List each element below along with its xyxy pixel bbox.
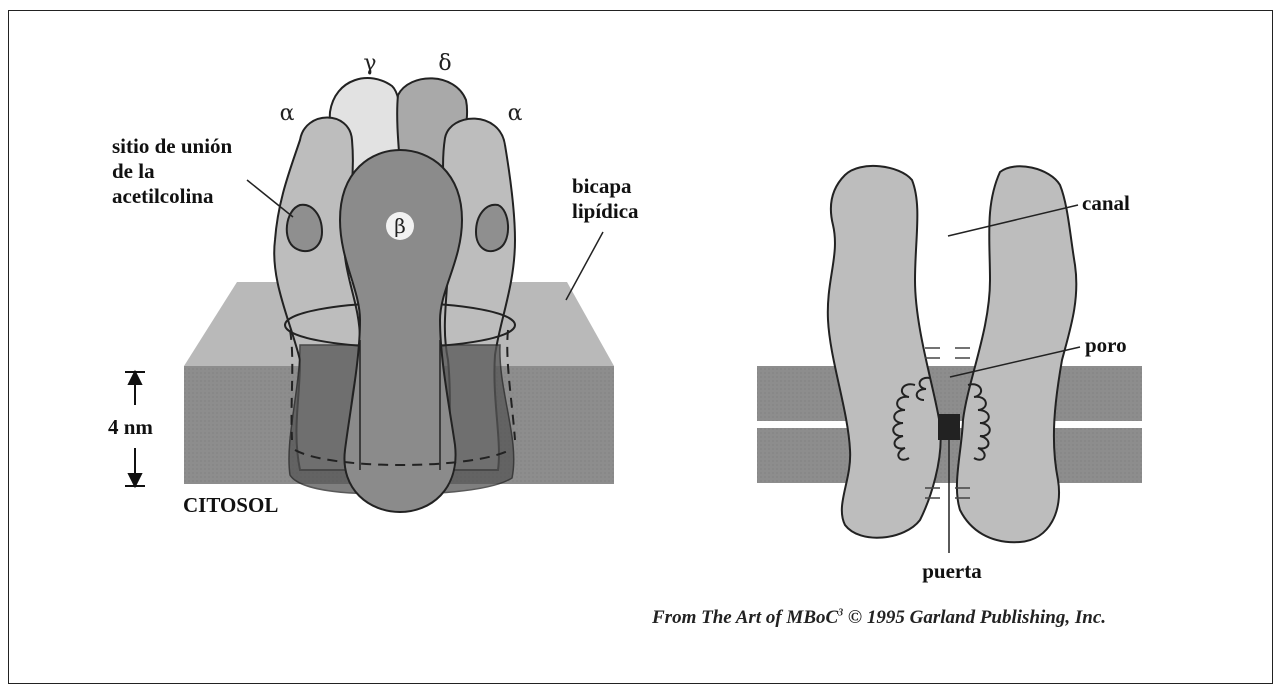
channel-half-right [957,166,1076,542]
alpha-left-label: α [280,101,295,126]
binding-site-label-line1: sitio de unión [112,134,233,158]
delta-label: δ [438,51,451,76]
alpha-right-label: α [508,101,523,126]
credit-prefix: From The Art of MBoC [652,607,838,628]
credit-suffix: © 1995 Garland Publishing, Inc. [843,607,1106,628]
credit-line: From The Art of MBoC3 © 1995 Garland Pub… [652,607,1106,629]
binding-site-left [287,205,322,251]
gate-block [938,414,960,440]
bilayer-label-line1: bicapa [572,174,632,198]
channel-label: canal [1082,191,1130,215]
channel-right-figure: canal poro puerta [757,166,1142,583]
binding-site-label-line2: de la [112,159,155,183]
pore-label: poro [1085,333,1127,357]
binding-site-label-line3: acetilcolina [112,184,214,208]
thickness-label: 4 nm [108,415,153,439]
receptor-left-figure: β γ δ α α sitio de unión de la acetilcol… [108,51,639,517]
gate-label: puerta [922,559,982,583]
cytosol-label: CITOSOL [183,493,278,517]
gamma-label: γ [363,51,376,76]
beta-label: β [394,214,406,238]
bilayer-leader [566,232,603,300]
bilayer-label-line2: lipídica [572,199,639,223]
